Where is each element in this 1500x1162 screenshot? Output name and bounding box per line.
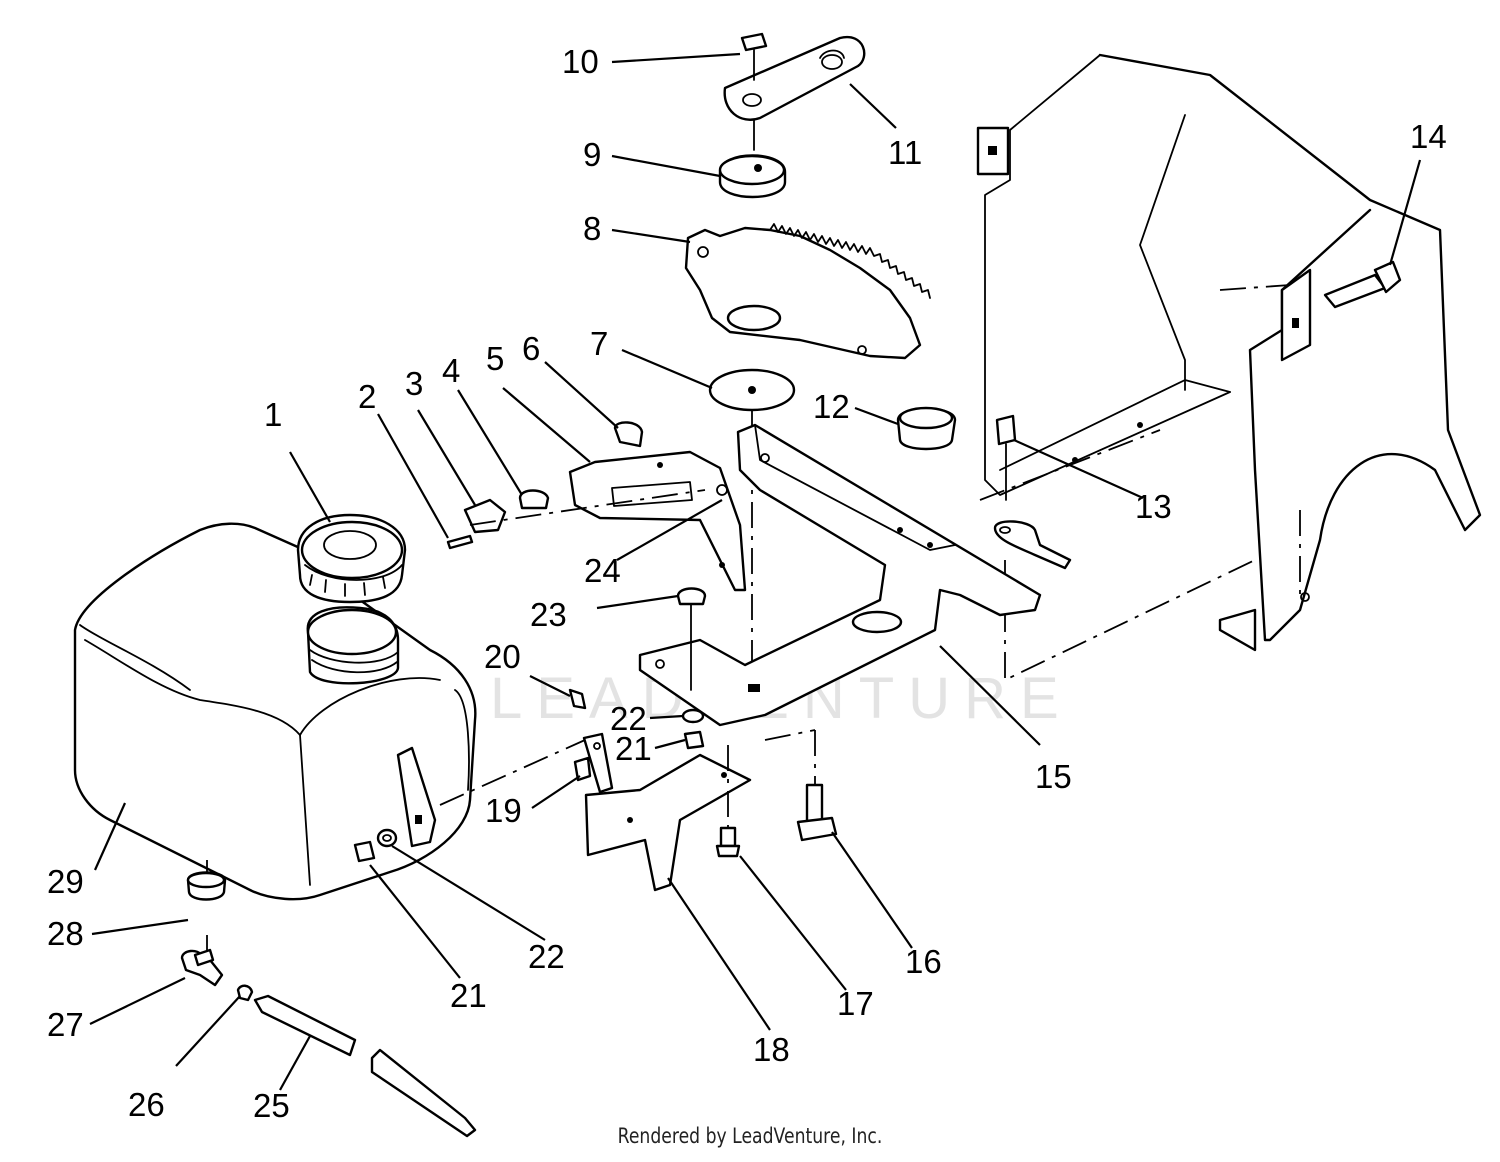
callout-25: 25	[253, 1087, 290, 1124]
callout-9: 9	[583, 136, 601, 173]
callout-16: 16	[905, 943, 942, 980]
callout-27: 27	[47, 1006, 84, 1043]
callout-20: 20	[484, 638, 521, 675]
wire-terminal	[993, 520, 1072, 570]
part-1-fuel-cap	[296, 513, 407, 604]
part-11-strap	[723, 35, 866, 121]
part-22-washer-lower	[376, 828, 398, 848]
callout-7: 7	[590, 325, 608, 362]
tank-filler-neck	[306, 606, 400, 685]
frame-side-tab	[1280, 268, 1312, 362]
callout-23: 23	[530, 596, 567, 633]
part-18-bracket	[584, 753, 752, 892]
callout-10: 10	[562, 43, 599, 80]
part-4-bolt	[518, 489, 550, 510]
callout-12: 12	[813, 388, 850, 425]
part-21-nut-lower	[353, 840, 376, 863]
callout-18: 18	[753, 1031, 790, 1068]
callout-21-upper: 21	[615, 730, 652, 767]
leader-lines	[89, 52, 1422, 1091]
callout-22-upper: 22	[610, 700, 647, 737]
part-17-screw	[715, 826, 741, 858]
alignment-line-16	[764, 729, 816, 741]
part-10-nut	[740, 32, 768, 81]
part-28-grommet	[186, 871, 227, 901]
callout-6: 6	[522, 330, 540, 367]
part-15-main-bracket	[638, 423, 1042, 727]
callout-26: 26	[128, 1086, 165, 1123]
part-27-fuel-valve	[180, 948, 224, 987]
callout-1: 1	[264, 396, 282, 433]
part-20-clip	[568, 688, 587, 710]
callout-28: 28	[47, 915, 84, 952]
callout-24: 24	[584, 552, 621, 589]
part-25-fuel-line	[253, 994, 477, 1138]
callout-3: 3	[405, 365, 423, 402]
part-14-bolt	[1323, 260, 1402, 309]
callout-2: 2	[358, 378, 376, 415]
callout-4: 4	[442, 352, 460, 389]
part-22-washer-upper	[681, 708, 705, 724]
part-8-sector-gear	[684, 223, 931, 360]
callout-21-lower: 21	[450, 977, 487, 1014]
alignment-line-4	[469, 489, 706, 526]
callout-5: 5	[486, 340, 504, 377]
callout-17: 17	[837, 985, 874, 1022]
callout-11: 11	[888, 134, 922, 171]
callout-8: 8	[583, 210, 601, 247]
part-9-spacer	[718, 154, 787, 199]
callout-labels: 1 2 3 4 5 6 7 8 9 10 11 12 13 14 15 16 1…	[47, 43, 1447, 1124]
callout-29: 29	[47, 863, 84, 900]
callout-19: 19	[485, 792, 522, 829]
callout-15: 15	[1035, 758, 1072, 795]
part-19-bracket	[573, 732, 614, 794]
part-16-bolt	[796, 783, 838, 842]
part-26-hose-clamp	[236, 984, 254, 1002]
part-3-switch	[463, 498, 507, 534]
frame-panel	[976, 53, 1482, 682]
part-23-bolt	[676, 587, 707, 691]
tank-mounting-tab	[396, 746, 437, 848]
part-21-nut-upper	[683, 730, 705, 750]
callout-13: 13	[1135, 488, 1172, 525]
callout-22-lower: 22	[528, 938, 565, 975]
render-credit: Rendered by LeadVenture, Inc.	[617, 1124, 883, 1148]
part-2-screw	[446, 534, 474, 550]
part-12-grommet	[896, 406, 957, 451]
callout-14: 14	[1410, 118, 1447, 155]
frame-foot	[1218, 608, 1257, 652]
part-5-bracket-plate	[568, 450, 747, 592]
part-7-washer	[708, 368, 796, 412]
part-6-clip	[613, 421, 644, 448]
